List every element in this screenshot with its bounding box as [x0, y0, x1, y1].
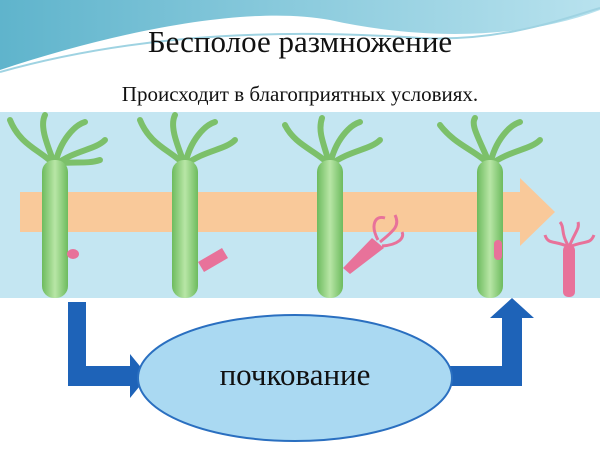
header-wave — [0, 0, 600, 70]
bud-1 — [67, 249, 79, 259]
hydra-2-body — [172, 160, 198, 298]
hydra-3-body — [317, 160, 343, 298]
slide-title: Бесполое размножение — [147, 24, 453, 59]
bud-3 — [343, 238, 384, 274]
bud-2 — [198, 248, 228, 272]
process-label: почкование — [219, 357, 371, 392]
orange-arrow — [20, 178, 555, 246]
detached-hydra — [543, 221, 596, 297]
hydra-1-body — [42, 160, 68, 298]
bud-3-tentacles — [372, 214, 405, 248]
bud-4 — [494, 240, 502, 260]
up-right-arrow — [450, 298, 534, 386]
down-right-arrow — [68, 302, 148, 398]
hydra-4-body — [477, 160, 503, 298]
budding-ellipse — [137, 314, 453, 442]
slide-subtitle: Происходит в благоприятных условиях. — [121, 82, 479, 106]
